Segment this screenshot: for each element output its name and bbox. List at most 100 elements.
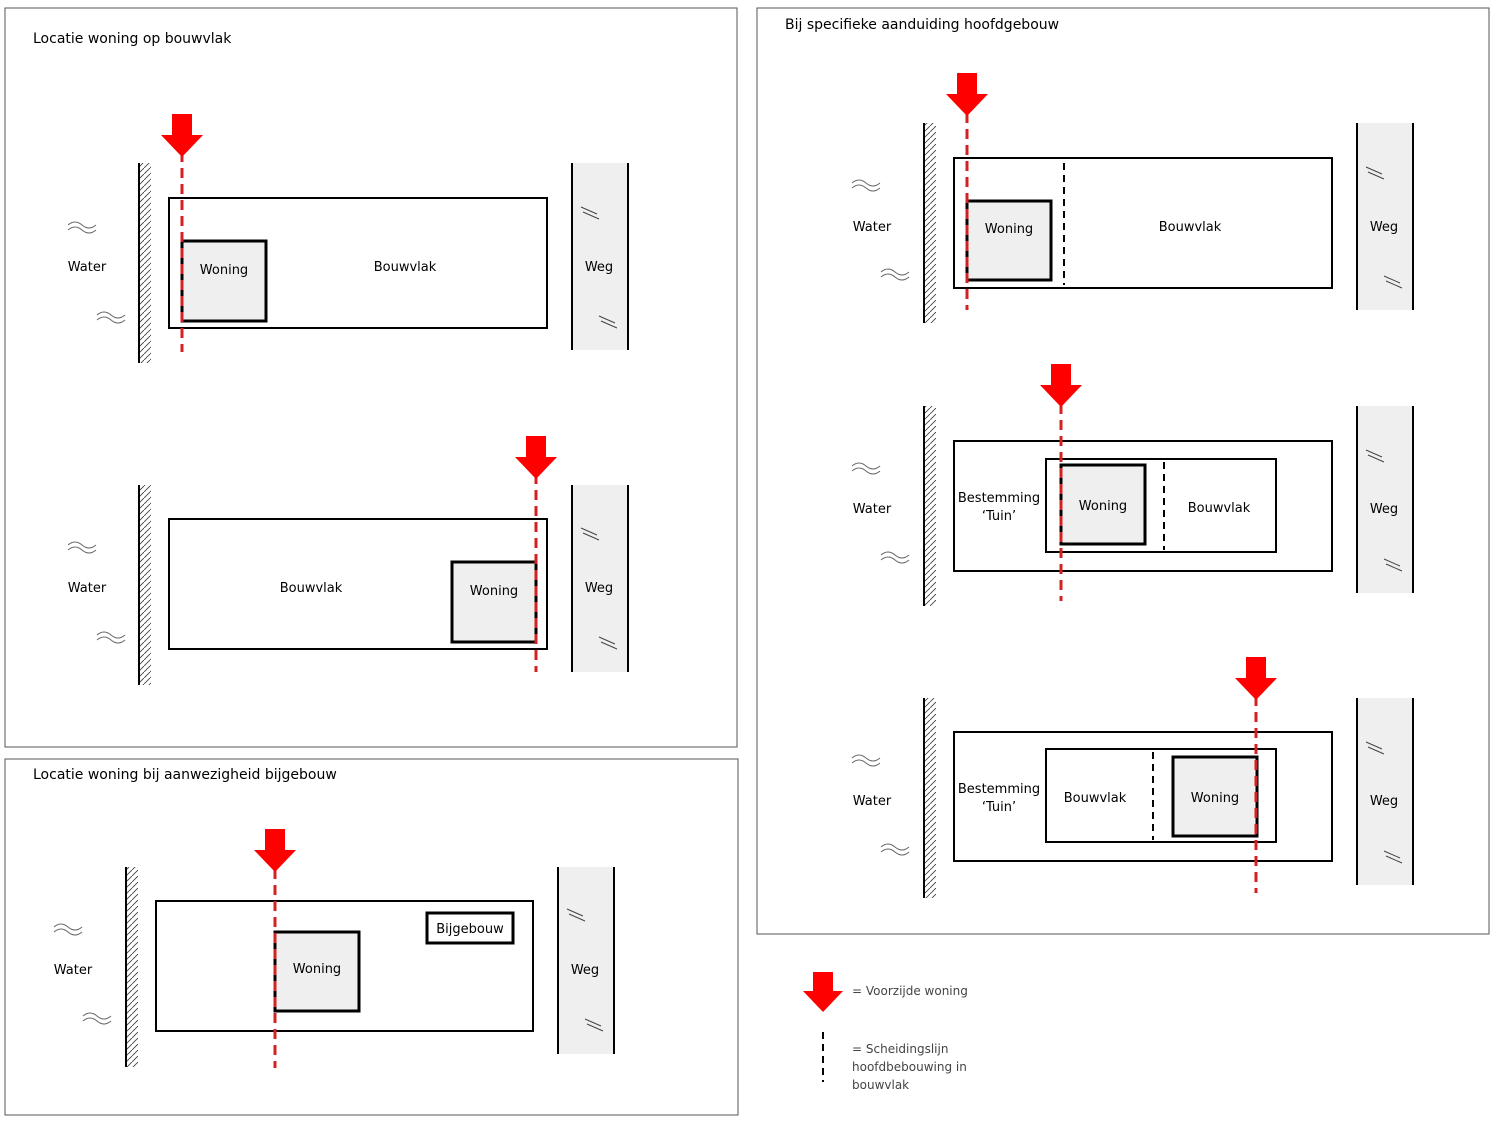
- woning-label: Woning: [1191, 791, 1239, 806]
- bijgebouw-label: Bijgebouw: [436, 922, 504, 937]
- road-mark-icon: [598, 315, 618, 329]
- water-label: Water: [853, 502, 892, 517]
- water-wave-icon: [851, 754, 881, 767]
- bestemming-label-1: Bestemming: [958, 491, 1040, 506]
- woning-rect: [965, 199, 1053, 282]
- bestemming-rect: [953, 440, 1333, 572]
- front-arrow-icon: [1235, 657, 1277, 700]
- legend-arrow-text: = Voorzijde woning: [852, 984, 968, 998]
- panel-1-frame: [4, 7, 738, 748]
- road: [558, 867, 614, 1054]
- front-arrow-icon: [946, 73, 988, 116]
- woning-rect: [1059, 463, 1147, 546]
- water-wave-icon: [82, 1012, 112, 1025]
- scene-3b: Water Bestemming ‘Tuin’ Bouwvlak Woning …: [851, 364, 1414, 606]
- bouwvlak-label: Bouwvlak: [1064, 791, 1127, 806]
- road-mark-icon: [1383, 850, 1403, 864]
- bouwvlak-rect: [155, 900, 534, 1032]
- shore-hatch: [126, 867, 138, 1067]
- road-mark-icon: [1365, 449, 1385, 463]
- water-wave-icon: [53, 923, 83, 936]
- shore-hatch: [139, 485, 151, 685]
- weg-label: Weg: [585, 581, 613, 596]
- bouwvlak-rect: [953, 157, 1333, 289]
- road-mark-icon: [580, 527, 600, 541]
- water-label: Water: [54, 963, 93, 978]
- panel-1-title: Locatie woning op bouwvlak: [33, 31, 232, 47]
- bouwvlak-rect: [168, 197, 548, 329]
- legend-line-text-3: bouwvlak: [852, 1078, 909, 1092]
- weg-label: Weg: [1370, 794, 1398, 809]
- legend: = Voorzijde woning = Scheidingslijn hoof…: [803, 972, 968, 1092]
- woning-label: Woning: [1079, 499, 1127, 514]
- front-arrow-icon: [161, 114, 203, 157]
- shore-hatch: [139, 163, 151, 363]
- bouwvlak-rect: [1045, 458, 1277, 553]
- weg-label: Weg: [1370, 220, 1398, 235]
- water-wave-icon: [67, 221, 97, 234]
- woning-label: Woning: [985, 222, 1033, 237]
- bouwvlak-rect: [1045, 748, 1277, 843]
- road: [1357, 123, 1413, 310]
- road-mark-icon: [1383, 275, 1403, 289]
- road: [1357, 698, 1413, 885]
- scene-1a: Water Bouwvlak Woning Weg: [67, 114, 629, 363]
- water-wave-icon: [67, 541, 97, 554]
- panel-2-frame: [4, 758, 739, 1116]
- woning-rect: [450, 560, 538, 644]
- scene-3c: Water Bestemming ‘Tuin’ Bouwvlak Woning …: [851, 657, 1414, 898]
- road-mark-icon: [598, 636, 618, 650]
- water-wave-icon: [851, 462, 881, 475]
- woning-rect: [273, 930, 361, 1013]
- water-wave-icon: [96, 311, 126, 324]
- water-label: Water: [853, 220, 892, 235]
- bestemming-label-1: Bestemming: [958, 782, 1040, 797]
- water-label: Water: [68, 581, 107, 596]
- road: [572, 163, 628, 350]
- road: [1357, 406, 1413, 593]
- shore-hatch: [924, 123, 936, 323]
- road-mark-icon: [1383, 558, 1403, 572]
- water-label: Water: [68, 260, 107, 275]
- legend-line-text-1: = Scheidingslijn: [852, 1042, 948, 1056]
- water-wave-icon: [851, 179, 881, 192]
- legend-line-text-2: hoofdbebouwing in: [852, 1060, 967, 1074]
- road-mark-icon: [580, 206, 600, 220]
- road-mark-icon: [566, 908, 586, 922]
- bouwvlak-rect: [168, 518, 548, 650]
- water-wave-icon: [96, 631, 126, 644]
- shore-hatch: [924, 698, 936, 898]
- shore-hatch: [924, 406, 936, 606]
- panel-2-title: Locatie woning bij aanwezigheid bijgebou…: [33, 767, 337, 783]
- weg-label: Weg: [571, 963, 599, 978]
- woning-rect: [180, 239, 268, 323]
- scene-2: Water Bijgebouw Woning Weg: [53, 829, 615, 1068]
- bouwvlak-label: Bouwvlak: [1188, 501, 1251, 516]
- water-label: Water: [853, 794, 892, 809]
- front-arrow-icon: [515, 436, 557, 479]
- bouwvlak-label: Bouwvlak: [1159, 220, 1222, 235]
- front-arrow-icon: [1040, 364, 1082, 407]
- water-wave-icon: [880, 268, 910, 281]
- panel-3-title: Bij specifieke aanduiding hoofdgebouw: [785, 17, 1059, 33]
- bestemming-label-2: ‘Tuin’: [982, 800, 1016, 815]
- woning-rect: [1171, 755, 1259, 838]
- woning-label: Woning: [470, 584, 518, 599]
- bestemming-label-2: ‘Tuin’: [982, 509, 1016, 524]
- bouwvlak-label: Bouwvlak: [374, 260, 437, 275]
- scene-1b: Water Bouwvlak Woning Weg: [67, 436, 629, 685]
- woning-label: Woning: [200, 263, 248, 278]
- weg-label: Weg: [1370, 502, 1398, 517]
- road-mark-icon: [1365, 741, 1385, 755]
- road-mark-icon: [1365, 166, 1385, 180]
- legend-arrow-icon: [803, 972, 843, 1012]
- panel-3-frame: [756, 7, 1490, 935]
- bijgebouw-rect: [425, 911, 515, 945]
- bouwvlak-label: Bouwvlak: [280, 581, 343, 596]
- scene-3a: Water Bouwvlak Woning Weg: [851, 73, 1414, 323]
- road-mark-icon: [584, 1018, 604, 1032]
- water-wave-icon: [880, 843, 910, 856]
- bestemming-rect: [953, 731, 1333, 862]
- woning-label: Woning: [293, 962, 341, 977]
